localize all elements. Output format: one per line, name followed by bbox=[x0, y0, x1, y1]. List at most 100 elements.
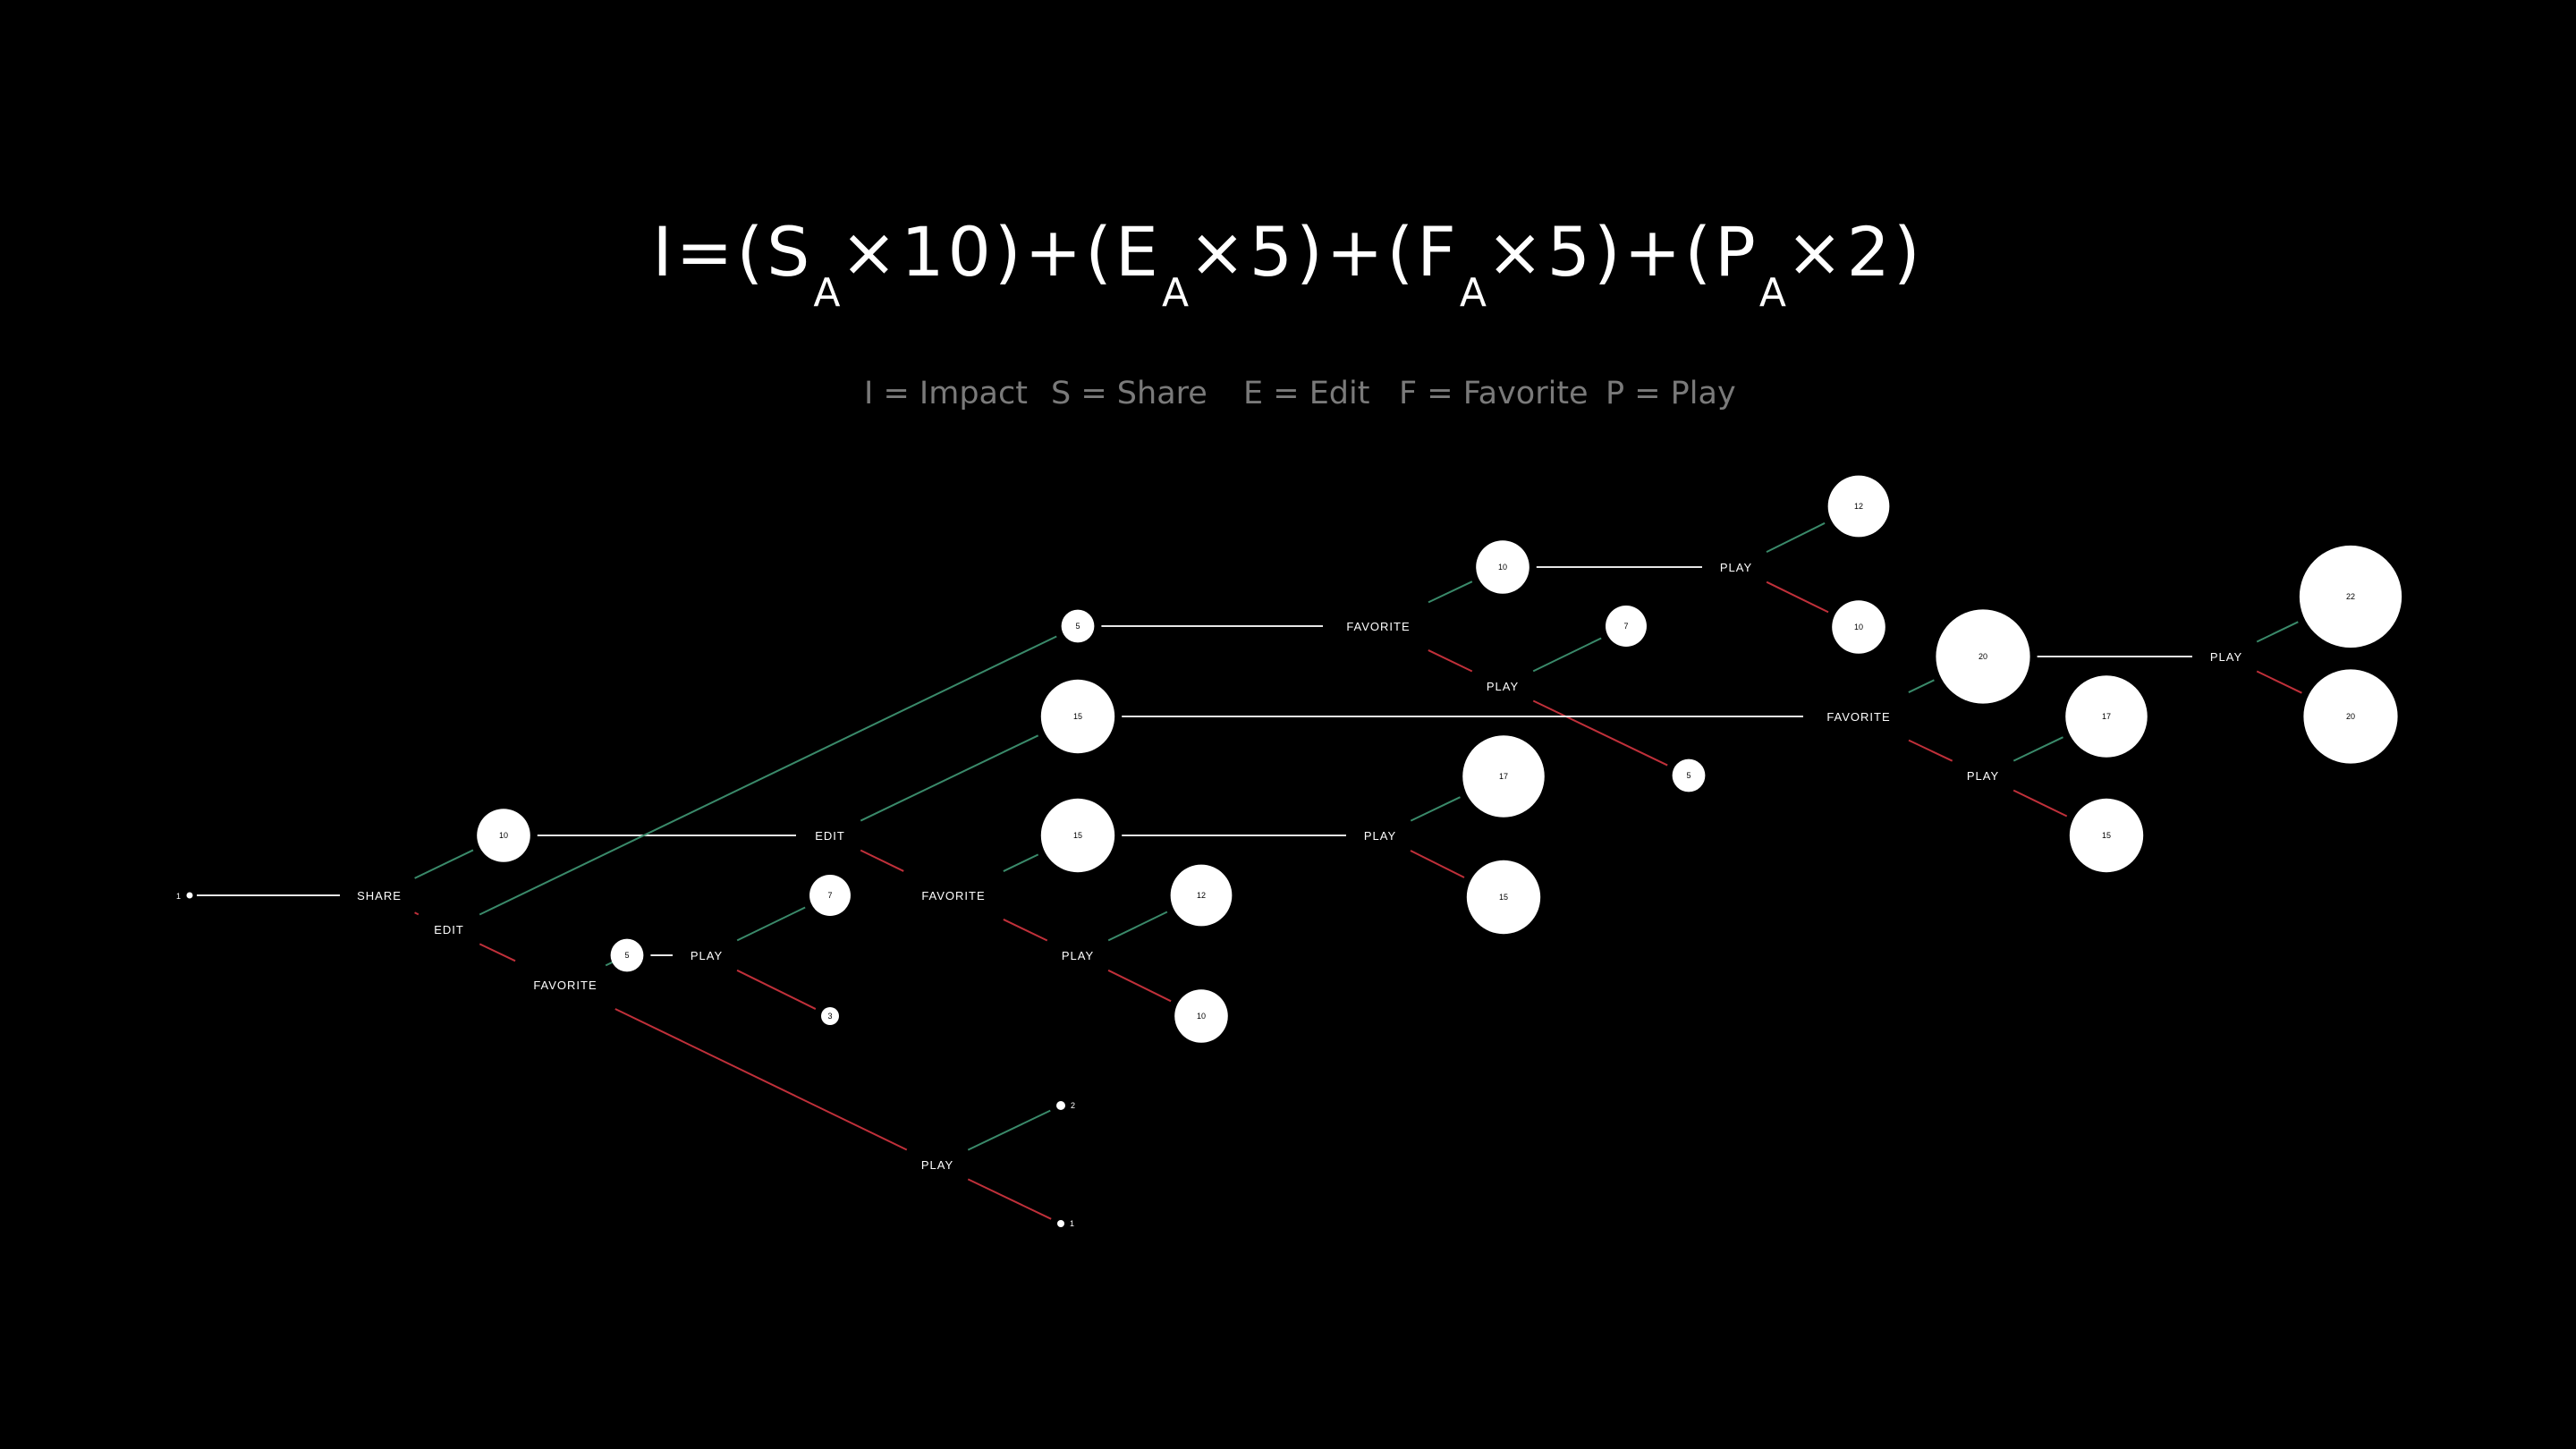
formula-token: + bbox=[1623, 212, 1685, 292]
formula-token: ) bbox=[1893, 212, 1924, 292]
edge-negative bbox=[1766, 580, 1829, 614]
edge-positive bbox=[1532, 637, 1602, 673]
action-label: EDIT bbox=[434, 923, 464, 936]
impact-node bbox=[809, 875, 851, 916]
formula-token: = bbox=[675, 212, 737, 292]
action-label: PLAY bbox=[1967, 769, 1999, 783]
action-label: PLAY bbox=[2210, 650, 2242, 664]
impact-node-value: 12 bbox=[1854, 502, 1863, 511]
impact-node bbox=[477, 809, 530, 862]
impact-node-value: 5 bbox=[624, 951, 629, 960]
edge-positive bbox=[967, 1109, 1051, 1151]
formula-token: S bbox=[767, 212, 814, 292]
action-label: PLAY bbox=[1720, 561, 1752, 574]
impact-node bbox=[1040, 679, 1115, 754]
impact-node bbox=[821, 1007, 839, 1025]
impact-node bbox=[2303, 669, 2398, 764]
formula-token: I bbox=[652, 212, 676, 292]
formula-token: E bbox=[1114, 212, 1162, 292]
action-label: PLAY bbox=[1364, 829, 1396, 843]
impact-node-value: 7 bbox=[827, 891, 832, 900]
impact-node-value: 20 bbox=[2346, 712, 2355, 721]
impact-node-value: 12 bbox=[1197, 891, 1206, 900]
formula-token: A bbox=[813, 270, 841, 316]
impact-node bbox=[1476, 540, 1530, 594]
impact-node bbox=[1936, 609, 2030, 704]
formula-token: A bbox=[1161, 270, 1190, 316]
impact-node-value: 7 bbox=[1623, 622, 1628, 631]
impact-node bbox=[2065, 675, 2148, 758]
action-label: FAVORITE bbox=[1826, 710, 1890, 724]
impact-node bbox=[1462, 735, 1545, 818]
impact-node-value: 15 bbox=[1073, 712, 1082, 721]
edge-positive bbox=[1908, 679, 1935, 693]
formula-token: 5 bbox=[1546, 212, 1594, 292]
impact-node-value: 5 bbox=[1075, 622, 1080, 631]
impact-node-value: 10 bbox=[1197, 1012, 1206, 1021]
formula-token: × bbox=[840, 212, 902, 292]
action-label: EDIT bbox=[815, 829, 845, 843]
edge-positive bbox=[736, 906, 806, 942]
impact-node bbox=[1606, 606, 1647, 647]
edge-positive bbox=[414, 849, 474, 879]
formula-token: ( bbox=[1386, 212, 1418, 292]
formula-token: ( bbox=[1085, 212, 1115, 292]
impact-node-value: 17 bbox=[2102, 712, 2111, 721]
impact-node bbox=[1040, 798, 1115, 873]
action-label: PLAY bbox=[921, 1158, 953, 1172]
impact-node bbox=[1057, 1220, 1064, 1227]
edge-positive bbox=[1107, 911, 1168, 942]
impact-node-value: 20 bbox=[1979, 652, 1987, 661]
action-label: FAVORITE bbox=[1346, 620, 1410, 633]
edge-negative bbox=[1428, 649, 1473, 673]
legend-play: P = Play bbox=[1606, 376, 1736, 411]
edge-negative bbox=[414, 911, 419, 916]
action-label: SHARE bbox=[357, 889, 402, 902]
edge-positive bbox=[2012, 736, 2063, 762]
formula-token: ( bbox=[1684, 212, 1715, 292]
formula-token: ) bbox=[994, 212, 1025, 292]
formula-token: 5 bbox=[1249, 212, 1297, 292]
formula-token: 2 bbox=[1846, 212, 1894, 292]
edge-negative bbox=[2256, 670, 2302, 694]
formula-token: 10 bbox=[901, 212, 995, 292]
labels-layer: 1 SHARE EDIT FAVORITE PLAY EDIT FAVORITE PLAY PL… bbox=[176, 561, 2242, 1172]
action-label: FAVORITE bbox=[533, 979, 597, 992]
impact-node-value: 15 bbox=[1499, 893, 1508, 902]
formula-token: + bbox=[1326, 212, 1387, 292]
impact-node bbox=[2299, 545, 2402, 648]
impact-node-value: 3 bbox=[827, 1012, 832, 1021]
formula-token: × bbox=[1785, 212, 1847, 292]
edge-negative bbox=[736, 969, 817, 1010]
action-label: PLAY bbox=[1487, 680, 1519, 693]
legend: I = Impact S = Share E = Edit F = Favori… bbox=[864, 376, 1758, 420]
impact-node bbox=[1170, 864, 1233, 927]
impact-node bbox=[1827, 475, 1890, 538]
formula-token: × bbox=[1189, 212, 1250, 292]
formula-token: ( bbox=[736, 212, 767, 292]
legend-impact: I = Impact bbox=[864, 376, 1028, 411]
edge-positive bbox=[1003, 853, 1039, 872]
impact-node bbox=[1174, 989, 1228, 1043]
impact-node bbox=[1466, 860, 1541, 935]
impact-node-value: 2 bbox=[1071, 1101, 1075, 1110]
edge-negative bbox=[1908, 739, 1953, 762]
action-label: PLAY bbox=[1062, 949, 1094, 962]
action-label: 1 bbox=[176, 892, 181, 901]
impact-node bbox=[1832, 600, 1885, 654]
impact-node-value: 1 bbox=[1070, 1219, 1074, 1228]
impact-node bbox=[1056, 1101, 1065, 1110]
impact-node-value: 17 bbox=[1499, 772, 1508, 781]
edge-negative bbox=[2012, 789, 2068, 818]
impact-node bbox=[2069, 798, 2144, 873]
impact-node-value: 5 bbox=[1686, 771, 1690, 780]
edge-negative bbox=[967, 1178, 1052, 1220]
impact-node bbox=[610, 938, 644, 972]
formula-token: × bbox=[1486, 212, 1547, 292]
impact-node-value: 15 bbox=[2102, 831, 2111, 840]
impact-node-value: 10 bbox=[499, 831, 508, 840]
impact-node-value: 10 bbox=[1854, 623, 1863, 631]
edges-layer bbox=[197, 521, 2302, 1220]
